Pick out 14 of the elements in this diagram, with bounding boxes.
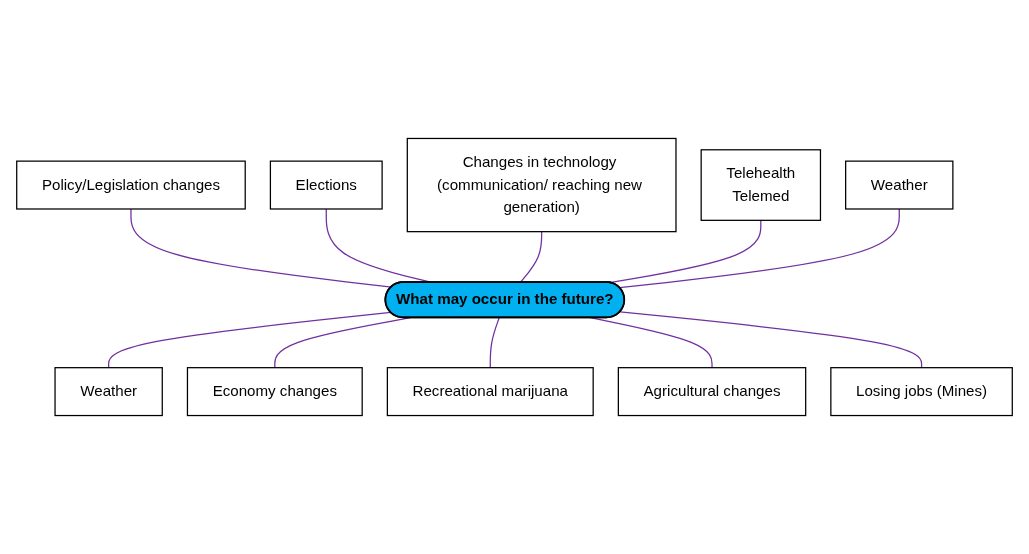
connector [489, 317, 500, 369]
node-box: Weather [54, 367, 163, 417]
node-box: Losing jobs (Mines) [830, 367, 1013, 417]
node-box: Policy/Legislation changes [16, 160, 246, 210]
node-box: Recreational marijuana [386, 367, 594, 417]
node-box: Changes in technology (communication/ reaching new generation) [406, 137, 677, 233]
connector [519, 231, 543, 284]
connector [108, 311, 392, 369]
node-box: Agricultural changes [617, 367, 807, 417]
node-box: Economy changes [186, 367, 363, 417]
node-box: Weather [845, 160, 954, 210]
node-box: Telehealth Telemed [700, 149, 822, 221]
connector [619, 311, 923, 369]
node-box: Elections [269, 160, 383, 210]
